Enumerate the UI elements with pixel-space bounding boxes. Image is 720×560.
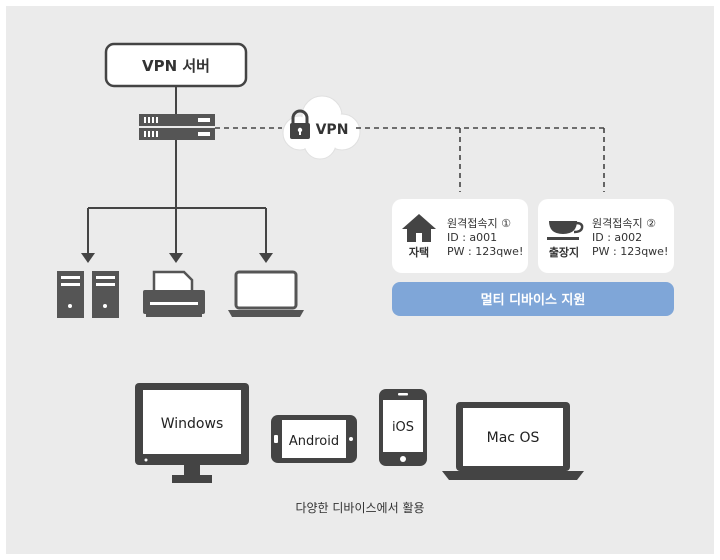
remote-site-card-business-trip: 출장지 원격접속지 ② ID : a002 PW : 123qwe! bbox=[538, 199, 674, 273]
pc-tower-icon bbox=[57, 271, 84, 318]
site-pw: PW : 123qwe! bbox=[447, 245, 523, 258]
vpn-server-box: VPN 서버 bbox=[104, 42, 248, 88]
device-ios: iOS bbox=[379, 389, 427, 466]
vpn-server-label: VPN 서버 bbox=[142, 57, 210, 75]
local-network-arrows bbox=[81, 253, 273, 263]
vpn-cloud-icon: VPN bbox=[282, 95, 361, 160]
multi-device-support-bar: 멀티 디바이스 지원 bbox=[392, 282, 674, 316]
monitor-icon bbox=[135, 383, 249, 483]
device-label: Mac OS bbox=[487, 430, 540, 446]
vpn-label: VPN bbox=[316, 122, 349, 138]
site-title: 원격접속지 ① bbox=[447, 217, 511, 230]
phone-portrait-icon bbox=[379, 389, 427, 466]
laptop-icon bbox=[442, 402, 584, 480]
site-id: ID : a002 bbox=[592, 231, 642, 244]
device-windows: Windows bbox=[135, 383, 249, 483]
coffee-cup-icon bbox=[547, 221, 584, 240]
device-label: Windows bbox=[161, 416, 224, 432]
phone-landscape-icon bbox=[271, 415, 357, 463]
device-mac: Mac OS bbox=[442, 402, 584, 480]
site-id: ID : a001 bbox=[447, 231, 497, 244]
site-name: 자택 bbox=[409, 245, 429, 259]
device-label: Android bbox=[289, 434, 339, 449]
diagram-background bbox=[6, 6, 714, 554]
pc-tower-icon bbox=[92, 271, 119, 318]
site-name: 출장지 bbox=[549, 245, 579, 259]
lock-icon bbox=[290, 109, 310, 139]
printer-icon bbox=[143, 270, 205, 317]
server-rack-icon bbox=[139, 114, 215, 140]
site-pw: PW : 123qwe! bbox=[592, 245, 668, 258]
laptop-icon bbox=[228, 270, 304, 317]
device-android: Android bbox=[271, 415, 357, 463]
remote-site-card-home: 자택 원격접속지 ① ID : a001 PW : 123qwe! bbox=[392, 199, 528, 273]
devices-caption: 다양한 디바이스에서 활용 bbox=[295, 501, 424, 515]
site-title: 원격접속지 ② bbox=[592, 217, 656, 230]
multi-device-label: 멀티 디바이스 지원 bbox=[481, 292, 586, 308]
vpn-tunnel-lines-right bbox=[356, 127, 605, 192]
device-label: iOS bbox=[392, 420, 414, 435]
local-network-lines bbox=[87, 140, 267, 255]
house-icon bbox=[402, 214, 436, 242]
